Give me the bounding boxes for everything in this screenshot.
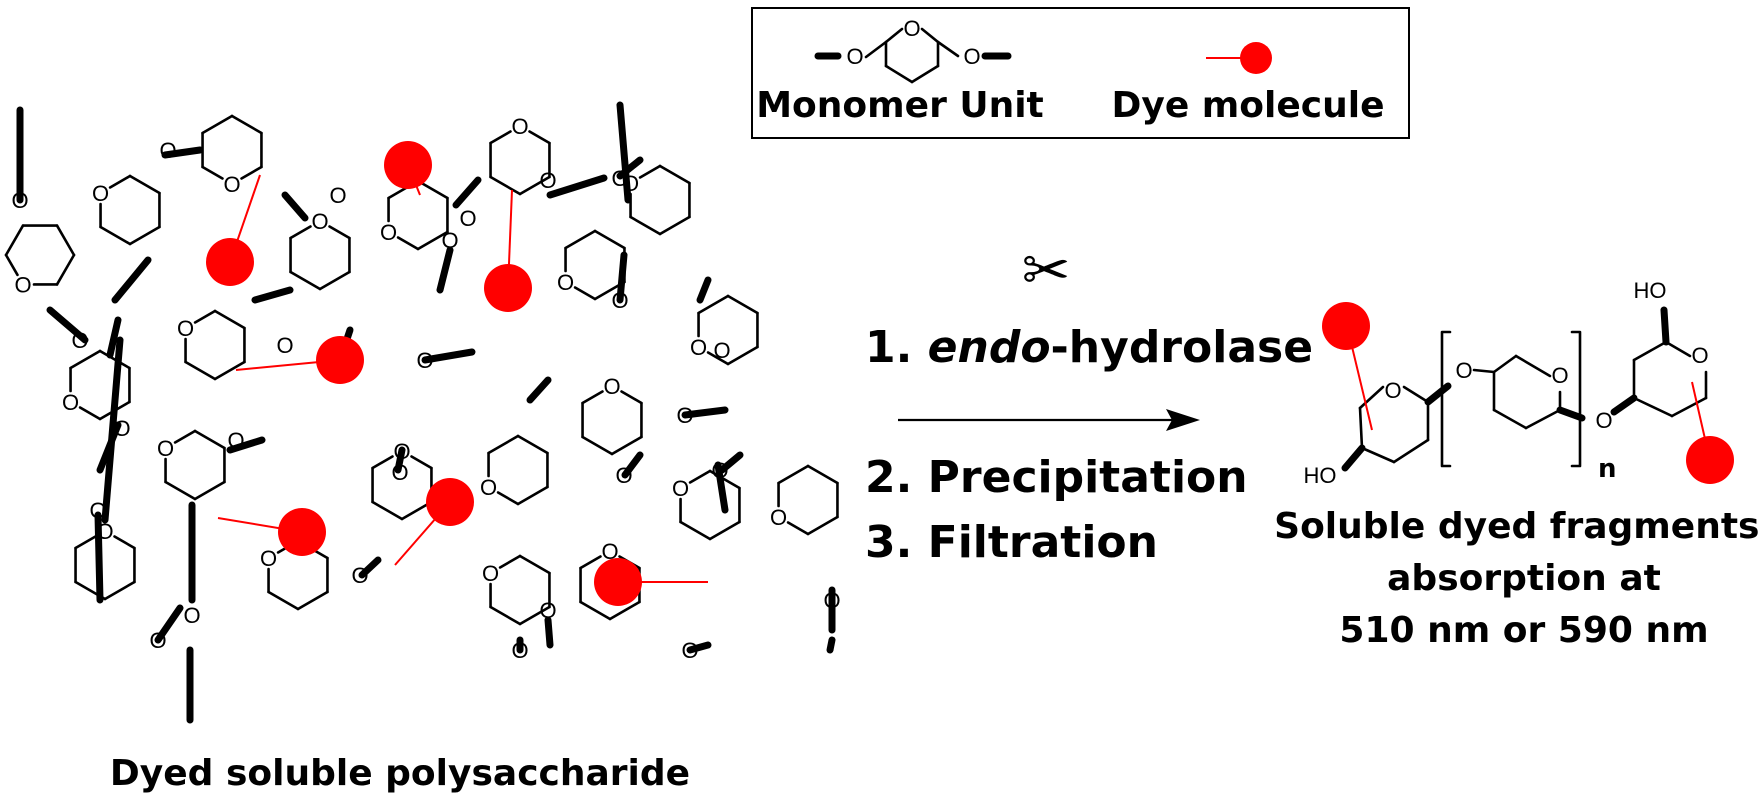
reaction-arrow bbox=[898, 409, 1200, 431]
oxygen-atom: O bbox=[223, 172, 240, 197]
left-caption: Dyed soluble polysaccharide bbox=[110, 753, 690, 794]
ring-oxygen-atom: O bbox=[1551, 363, 1568, 388]
dye-molecule bbox=[484, 264, 532, 312]
oxygen-atom: O bbox=[672, 476, 689, 501]
glycosidic-oxygen: O bbox=[1595, 408, 1612, 433]
oxygen-atom: O bbox=[391, 460, 408, 485]
oxygen-atom: O bbox=[177, 316, 194, 341]
oxygen-atom: O bbox=[311, 209, 328, 234]
dye-molecule bbox=[206, 238, 254, 286]
oxygen-atom: O bbox=[482, 561, 499, 586]
ring-oxygen-atom: O bbox=[903, 16, 920, 41]
oxygen-atom: O bbox=[823, 588, 840, 613]
step-3-label: 3. Filtration bbox=[865, 517, 1158, 568]
hydroxyl-group-bottom: HO bbox=[1304, 463, 1337, 488]
oxygen-atom: O bbox=[480, 475, 497, 500]
monomer-unit-symbol: O O O bbox=[814, 16, 1012, 84]
step-1-number: 1. bbox=[865, 322, 928, 373]
oxygen-atom: O bbox=[690, 335, 707, 360]
oxygen-atom: O bbox=[539, 598, 556, 623]
dye-molecule bbox=[426, 478, 474, 526]
oxygen-atom: O bbox=[71, 328, 88, 353]
oxygen-atom: O bbox=[615, 463, 632, 488]
ring-oxygen-atom: O bbox=[1384, 378, 1401, 403]
dye-molecule bbox=[384, 141, 432, 189]
dye-molecule bbox=[316, 336, 364, 384]
step-2-label: 2. Precipitation bbox=[865, 452, 1248, 503]
product-caption-line-3: 510 nm or 590 nm bbox=[1339, 610, 1708, 651]
oxygen-atom: O bbox=[511, 114, 528, 139]
step-1-italic: endo bbox=[928, 322, 1051, 373]
oxygen-atom: O bbox=[351, 563, 368, 588]
step-1-rest: -hydrolase bbox=[1051, 322, 1314, 373]
oxygen-atom: O bbox=[441, 228, 458, 253]
scissors-icon: ✂ bbox=[1022, 236, 1071, 304]
dye-molecule bbox=[278, 508, 326, 556]
oxygen-atom: O bbox=[713, 338, 730, 363]
oxygen-atom: O bbox=[963, 44, 980, 69]
oxygen-atom: O bbox=[681, 638, 698, 663]
oxygen-atom: O bbox=[329, 183, 346, 208]
hydroxyl-group-top: HO bbox=[1634, 278, 1667, 303]
oxygen-atom: O bbox=[611, 288, 628, 313]
oxygen-atom: O bbox=[149, 628, 166, 653]
oxygen-atom: O bbox=[459, 206, 476, 231]
oxygen-atom: O bbox=[846, 44, 863, 69]
oxygen-atom: O bbox=[511, 638, 528, 663]
repeat-bracket-left bbox=[1440, 330, 1452, 468]
repeat-bracket-right bbox=[1570, 330, 1582, 468]
step-1-label: 1. endo-hydrolase bbox=[865, 322, 1313, 373]
product-caption-line-2: absorption at bbox=[1387, 558, 1661, 599]
dye-molecule bbox=[1686, 436, 1734, 484]
oxygen-atom: O bbox=[603, 374, 620, 399]
oxygen-atom: O bbox=[416, 348, 433, 373]
oxygen-atom: O bbox=[539, 168, 556, 193]
oxygen-atom: O bbox=[601, 539, 618, 564]
product-caption-line-1: Soluble dyed fragments: bbox=[1274, 506, 1760, 547]
dye-molecule bbox=[1322, 302, 1370, 350]
legend-box: O O O Monomer Unit Dye molecule bbox=[751, 7, 1410, 139]
oxygen-atom: O bbox=[260, 546, 277, 571]
legend-monomer-label: Monomer Unit bbox=[756, 85, 1044, 126]
oxygen-atom: O bbox=[380, 220, 397, 245]
soluble-dyed-fragment: O HO n O O O HO O bbox=[1304, 278, 1734, 488]
oxygen-atom: O bbox=[183, 603, 200, 628]
oxygen-atom: O bbox=[92, 181, 109, 206]
oxygen-atom: O bbox=[113, 416, 130, 441]
oxygen-atom: O bbox=[676, 403, 693, 428]
glycosidic-oxygen: O bbox=[1455, 358, 1472, 383]
legend-dye-label: Dye molecule bbox=[1111, 85, 1384, 126]
oxygen-atom: O bbox=[14, 272, 31, 297]
dye-molecule bbox=[594, 558, 642, 606]
oxygen-atom: O bbox=[11, 188, 28, 213]
dye-molecule-symbol bbox=[1206, 42, 1272, 74]
oxygen-atom: O bbox=[159, 138, 176, 163]
oxygen-atom: O bbox=[276, 333, 293, 358]
oxygen-atom: O bbox=[227, 428, 244, 453]
repeat-subscript: n bbox=[1598, 454, 1617, 484]
ring-oxygen-atom: O bbox=[1691, 343, 1708, 368]
oxygen-atom: O bbox=[557, 270, 574, 295]
oxygen-atom: O bbox=[157, 436, 174, 461]
oxygen-atom: O bbox=[770, 505, 787, 530]
oxygen-atom: O bbox=[62, 390, 79, 415]
